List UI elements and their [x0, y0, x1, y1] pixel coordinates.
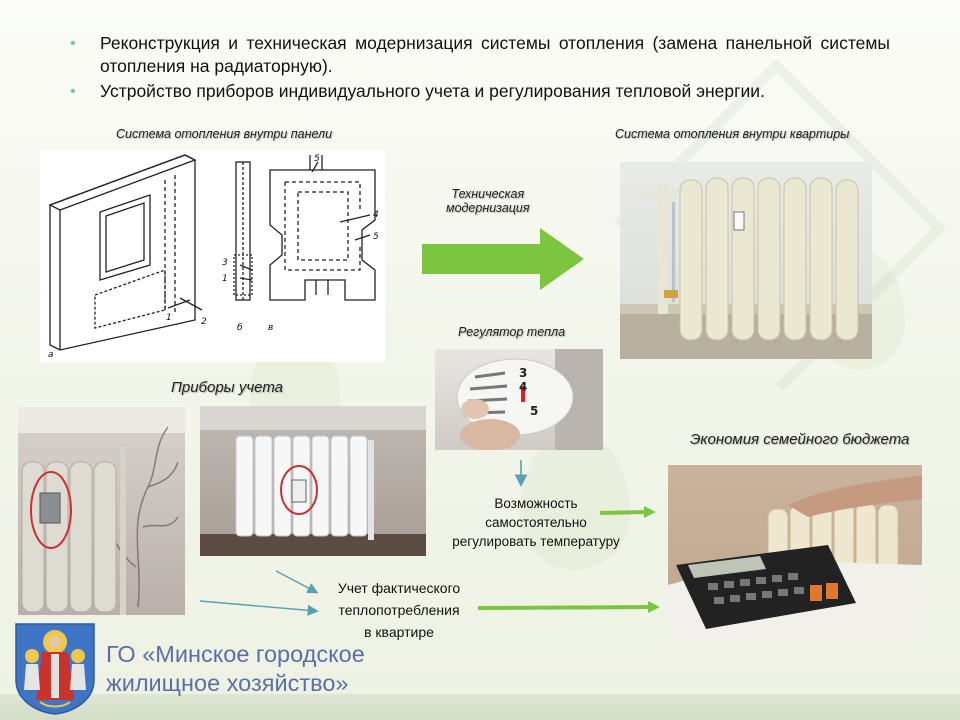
drawing-label: б — [237, 323, 243, 333]
drawing-label: 3 — [222, 258, 228, 268]
meter-radiator-photo-middle — [200, 406, 426, 556]
drawing-label: 2 — [201, 317, 207, 327]
bullet-icon: • — [70, 35, 76, 52]
logo-line-2: жилищное хозяйство» — [106, 670, 349, 696]
drawing-label: 5 — [314, 154, 320, 164]
green-arrow-line — [477, 605, 651, 610]
drawing-label: в — [268, 323, 273, 333]
meter-photo-middle-svg — [200, 406, 426, 556]
meter-radiator-photo-left — [18, 407, 185, 615]
drawing-label: а — [48, 350, 54, 360]
bottom-band — [0, 694, 960, 720]
regulator-scale-label: 4 — [519, 380, 527, 394]
apartment-radiator-photo — [620, 162, 872, 359]
coat-of-arms-icon — [15, 623, 95, 715]
text-actual-consumption: Учет фактического теплопотребления в ква… — [337, 580, 461, 640]
text-self-regulate: Возможность самостоятельно регулировать … — [452, 496, 620, 549]
regulator-photo-svg: 3 4 5 — [456, 349, 603, 450]
meter-arrow-icon — [275, 570, 319, 594]
modernization-arrow-icon — [422, 228, 584, 290]
meter-photo-left-svg — [18, 407, 185, 615]
bullet-text: Устройство приборов индивидуального учет… — [100, 81, 765, 101]
drawing-label: 5 — [373, 232, 379, 242]
bullet-text: Реконструкция и техническая модернизация… — [100, 33, 890, 76]
budget-calculator-photo — [668, 465, 922, 643]
bullet-icon: • — [70, 83, 76, 100]
drawing-label: 4 — [373, 210, 379, 220]
drawing-label: 1 — [166, 313, 172, 323]
panel-drawing-svg: 1 2 а б 3 1 в 5 4 5 — [48, 154, 379, 360]
caption-meters: Приборы учета — [171, 379, 283, 396]
organization-logo-text: ГО «Минское городское жилищное хозяйство… — [106, 640, 365, 698]
bullet-item: • Устройство приборов индивидуального уче… — [70, 80, 890, 103]
regulator-scale-label: 3 — [519, 366, 527, 380]
drawing-label: 1 — [222, 274, 228, 284]
regulator-scale-label: 5 — [530, 404, 538, 418]
green-arrow-head-icon — [644, 506, 656, 518]
meter-arrow-icon — [199, 600, 319, 616]
calculator-photo-svg — [668, 475, 922, 643]
caption-apartment-system: Система отопления внутри квартиры — [615, 127, 850, 141]
caption-panel-system: Система отопления внутри панели — [116, 127, 333, 141]
background-drop — [520, 430, 630, 570]
caption-heat-regulator: Регулятор тепла — [458, 325, 566, 339]
bullet-list: • Реконструкция и техническая модернизаци… — [70, 32, 890, 105]
logo-line-1: ГО «Минское городское — [106, 641, 365, 667]
caption-modernization: Техническая модернизация — [446, 187, 530, 215]
green-arrow-line — [599, 510, 647, 515]
panel-heating-drawing: 1 2 а б 3 1 в 5 4 5 — [40, 150, 385, 362]
bullet-item: • Реконструкция и техническая модернизаци… — [70, 32, 890, 78]
heat-regulator-photo: 3 4 5 — [435, 349, 603, 450]
caption-budget: Экономия семейного бюджета — [690, 431, 910, 448]
green-arrow-head-icon — [648, 601, 660, 613]
radiator-photo-svg — [620, 177, 872, 359]
